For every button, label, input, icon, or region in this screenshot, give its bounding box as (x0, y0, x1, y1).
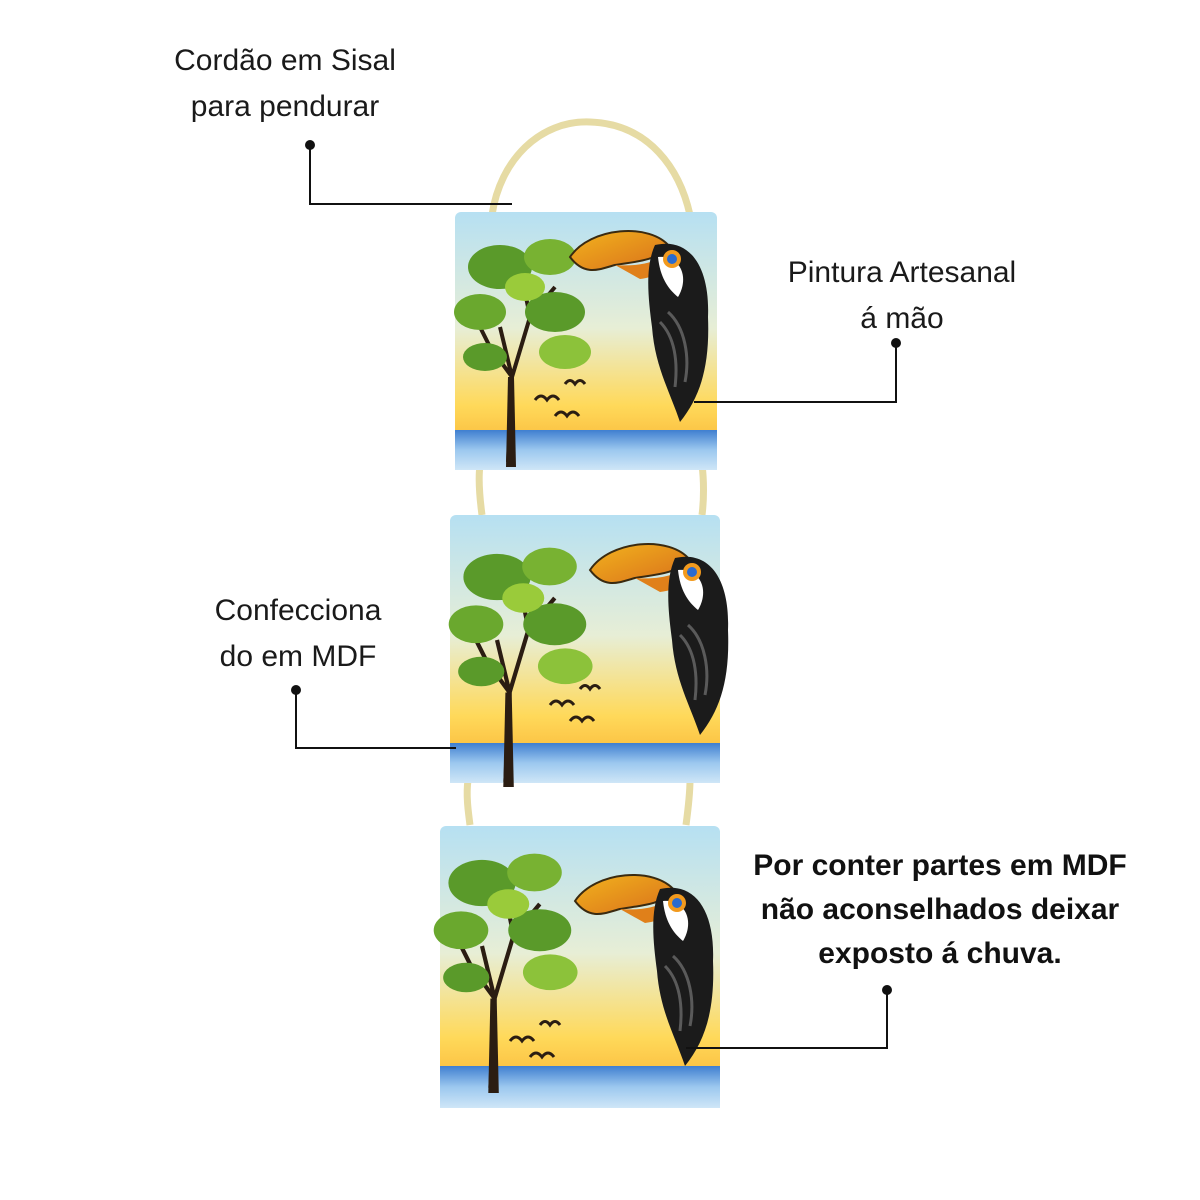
painted-panel-middle (449, 515, 730, 787)
painted-panel-top (452, 212, 717, 470)
callout-mdf: Confecciona do em MDF (214, 594, 382, 673)
leader-lines (295, 145, 897, 1049)
leader-dots (291, 140, 901, 995)
callout-sisal: Cordão em Sisal para pendurar (174, 44, 396, 123)
callout-chuva: Por conter partes em MDF não aconselhado… (753, 849, 1127, 970)
callout-pintura: Pintura Artesanal á mão (787, 256, 1017, 335)
painted-panel-bottom (434, 826, 720, 1108)
